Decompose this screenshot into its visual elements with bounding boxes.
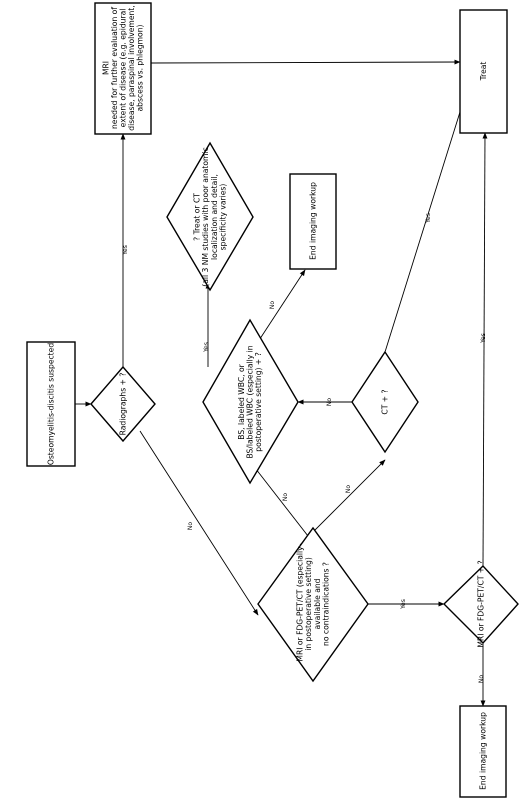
node-label-line: ? Treat or CT [193,193,202,241]
edge-ct-treat [384,79,471,353]
node-label-line: MRI or FDG-PET/CT + ? [477,560,486,647]
edge-radiographs-availability [139,430,259,616]
node-label-line: extent of disease (e.g. epidural [119,9,128,128]
node-radiographs: Radiographs + ? [90,365,156,443]
node-label-line: Osteomyelitis-discitis suspected [47,343,56,465]
node-label-line: Radiographs + ? [119,373,128,436]
node-label-line: MRI or FDG-PET/CT (especially [296,546,305,662]
node-ct-diamond: CT + ? [351,350,419,454]
node-label-line: localization and detail, [210,174,219,260]
node-start: Osteomyelitis-discitis suspected [26,341,76,467]
node-label-line: specificity varies) [218,184,227,251]
node-end-bottom: End imaging workup [459,705,507,798]
label-no-availability-bs: No [282,493,289,501]
node-label-line: available and [313,578,322,629]
label-yes-ct-treat: Yes [425,213,432,224]
node-text: ? Treat or CT(all 3 NM studies with poor… [193,147,228,286]
node-text: CT + ? [381,389,390,414]
node-text: End imaging workup [479,712,488,790]
node-end-top: End imaging workup [289,173,337,270]
node-label-line: End imaging workup [479,712,488,790]
node-treat-or-ct: ? Treat or CT(all 3 NM studies with poor… [166,141,254,292]
node-label-line: abscess vs. phlegmon) [136,24,145,111]
node-label-line: Treat [479,62,488,82]
node-label-line: no contraindications ? [321,562,330,646]
label-yes-availability-mrifdg: Yes [400,599,407,610]
label-no-bs-endtop: No [269,301,276,309]
node-label-line: (all 3 NM studies with poor anatomic [201,147,210,286]
node-label-line: BS/labeled WBC (especially in [246,345,255,458]
node-label-line: disease, paraspinal involvement, [127,5,136,130]
edge-labels: Yes No No No Yes No Yes Yes No Yes No [122,213,487,683]
node-text: Radiographs + ? [119,373,128,436]
node-label-line: in postoperative setting) [304,557,313,651]
node-label-line: CT + ? [381,389,390,414]
node-label-line: End imaging workup [309,182,318,260]
label-yes-mrifdg-treat: Yes [480,333,487,344]
edge-mrifdg-treat [482,132,488,567]
label-no-radiographs-availability: No [187,522,194,530]
node-text: Osteomyelitis-discitis suspected [47,343,56,465]
node-text: MRI or FDG-PET/CT + ? [477,560,486,647]
node-mri-fdg-positive: MRI or FDG-PET/CT + ? [443,560,519,648]
node-treat: Treat [459,9,508,134]
node-text: End imaging workup [309,182,318,260]
node-label-line: needed for further evaluation of [110,7,119,129]
label-no-availability-ct: No [345,485,352,493]
label-yes-bs-treatorct: Yes [203,342,210,353]
label-no-mrifdg-endbottom: No [478,675,485,683]
node-label-line: postoperative setting) + ? [254,352,263,452]
label-yes-radiographs-mri: Yes [122,245,129,256]
node-text: Treat [479,62,488,82]
edge-mri-treat [150,59,461,65]
node-label-line: MRI [101,61,110,75]
node-label-line: BS, labeled WBC, or [237,363,246,439]
label-no-ct-bs: No [326,398,333,406]
